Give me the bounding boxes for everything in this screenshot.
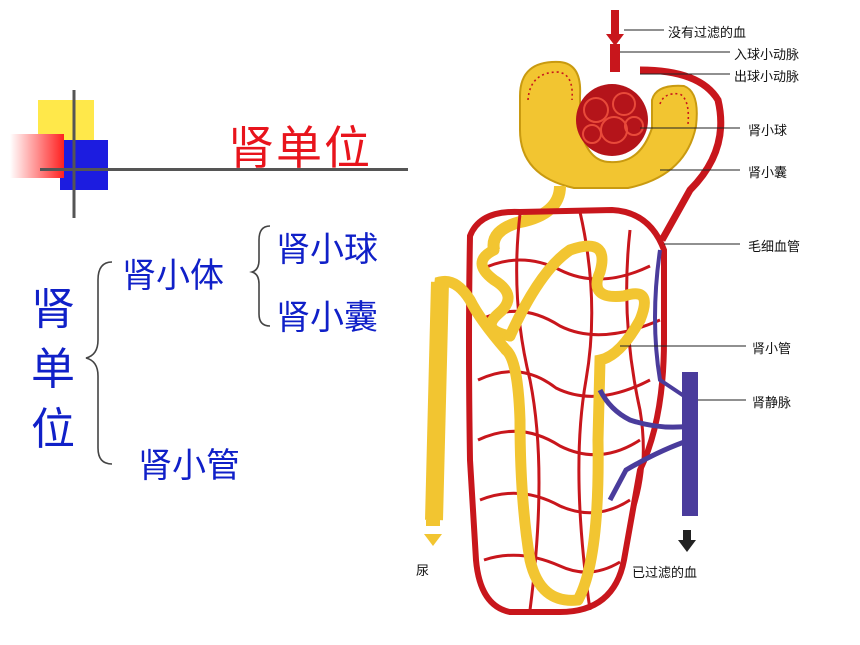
capillary-mesh	[477, 211, 661, 611]
label-tubule: 肾小管	[752, 342, 792, 357]
label-filtered-blood: 已过滤的血	[632, 566, 698, 581]
tree-renal-corpuscle: 肾小体	[122, 256, 224, 296]
tubule-shape	[426, 240, 650, 606]
label-efferent-arteriole: 出球小动脉	[734, 70, 800, 85]
tree-capsule: 肾小囊	[276, 298, 378, 338]
title-rule	[40, 168, 408, 171]
brace-large	[85, 261, 113, 465]
page-title: 肾单位	[228, 121, 372, 175]
tree-tubule: 肾小管	[138, 446, 240, 486]
root-char: 肾	[31, 284, 75, 335]
arrow-in-icon	[606, 10, 624, 46]
tubule-neck	[487, 185, 566, 252]
label-glomerulus: 肾小球	[748, 124, 788, 139]
tree-glomerulus: 肾小球	[276, 230, 378, 270]
label-urine: 尿	[416, 564, 430, 579]
label-afferent-arteriole: 入球小动脉	[734, 48, 800, 63]
capsule-shape	[519, 60, 698, 189]
renal-vein-shape	[597, 249, 698, 516]
glomerulus-shape	[576, 84, 648, 156]
arrow-urine-icon	[424, 520, 442, 546]
label-renal-vein: 肾静脉	[752, 396, 792, 411]
collecting-duct	[425, 281, 449, 521]
capillary-outline	[466, 206, 667, 615]
efferent-arteriole	[639, 66, 725, 242]
root-char: 单	[31, 344, 75, 395]
blue-square	[60, 140, 108, 190]
label-leaders	[620, 29, 746, 401]
brace-small	[249, 225, 271, 327]
label-unfiltered-blood: 没有过滤的血	[668, 26, 747, 41]
label-capsule: 肾小囊	[748, 166, 788, 181]
label-capillary: 毛细血管	[748, 240, 801, 255]
arrow-out-icon	[678, 530, 696, 552]
tree-root: 肾 单 位	[28, 280, 78, 460]
root-char: 位	[31, 404, 75, 455]
